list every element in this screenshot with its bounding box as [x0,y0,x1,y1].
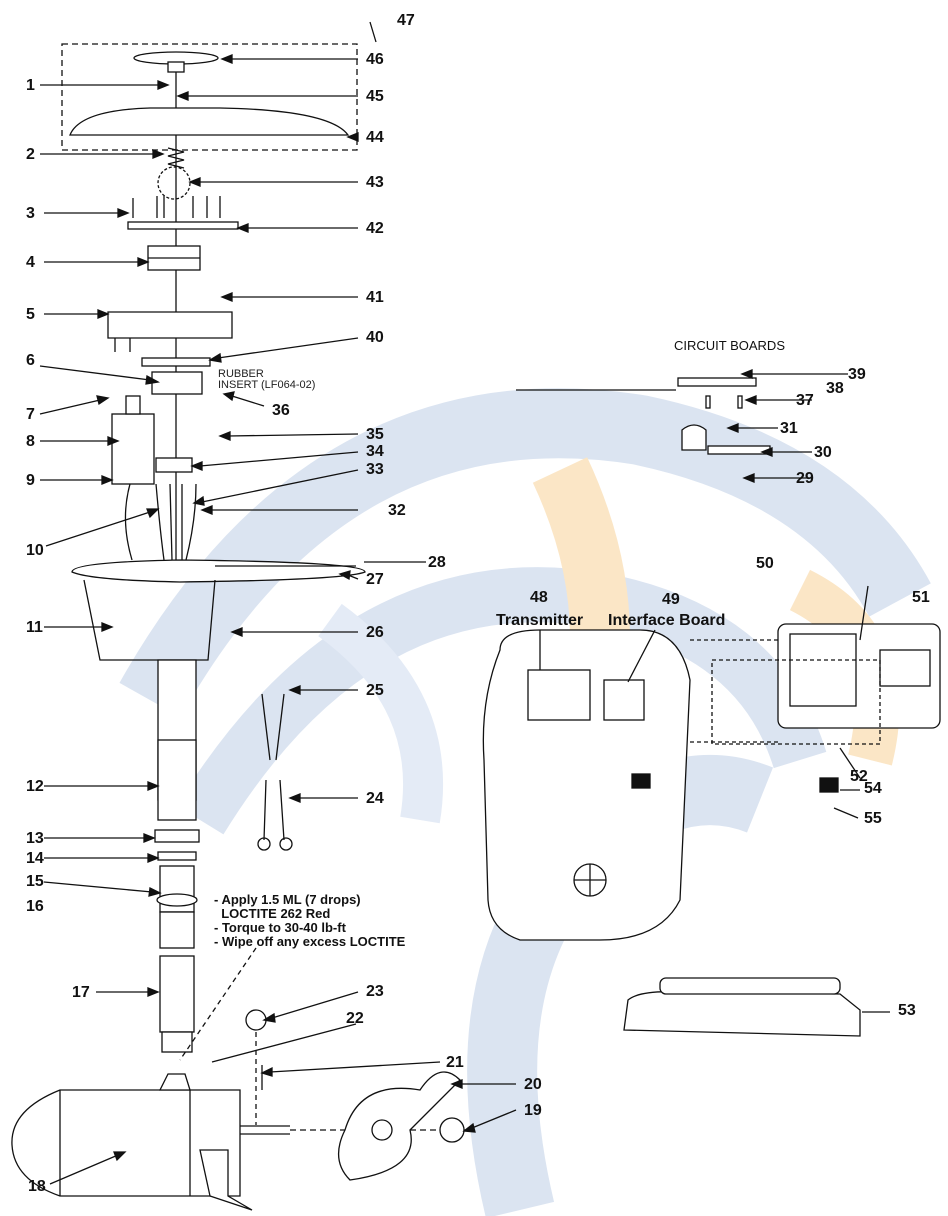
part-label-35: 35 [366,426,384,443]
part-label-20: 20 [524,1076,542,1093]
part-label-22: 22 [346,1010,364,1027]
part-label-46: 46 [366,51,384,68]
part-label-52: 52 [850,768,868,785]
part-label-54: 54 [864,780,882,797]
lower-housing-top [71,559,366,583]
part-label-24: 24 [366,790,384,807]
part-label-41: 41 [366,289,384,306]
instruction-line-2: LOCTITE 262 Red [214,906,331,921]
instruction-line-1: - Apply 1.5 ML (7 drops) [214,892,361,907]
part-label-8: 8 [26,433,35,450]
part-label-51: 51 [912,589,930,606]
rubber-insert-label: RUBBER [218,368,264,380]
part-label-42: 42 [366,220,384,237]
part-label-32: 32 [388,502,406,519]
part-label-16: 16 [26,898,44,915]
propeller [338,1071,461,1181]
top-cover [69,107,350,136]
part-label-17: 17 [72,984,90,1001]
part-label-11: 11 [26,619,43,636]
part-label-28: 28 [428,554,446,571]
part-label-5: 5 [26,306,35,323]
circuit-boards-title: CIRCUIT BOARDS [674,338,785,353]
part-label-40: 40 [366,329,384,346]
part-label-53: 53 [898,1002,916,1019]
part-label-55: 55 [864,810,882,827]
part-label-9: 9 [26,472,35,489]
part-label-7: 7 [26,406,35,423]
rubber-insert-label-2: INSERT (LF064-02) [218,379,316,391]
part-label-37: 37 [796,392,814,409]
part-label-38: 38 [826,380,844,397]
part-label-36: 36 [272,402,290,419]
part-label-3: 3 [26,205,35,222]
part-label-6: 6 [26,352,35,369]
part-label-39: 39 [848,366,866,383]
part-label-2: 2 [26,146,35,163]
part-label-12: 12 [26,778,44,795]
part-label-21: 21 [446,1054,464,1071]
lower-unit-motor [11,1089,241,1197]
part-label-4: 4 [26,254,35,271]
part-label-50: 50 [756,555,774,572]
foot-pedal [623,991,861,1037]
part-label-27: 27 [366,571,384,588]
part-label-18: 18 [28,1178,46,1195]
part-label-25: 25 [366,682,384,699]
part-label-26: 26 [366,624,384,641]
transmitter-label: Transmitter [496,612,584,629]
instruction-line-4: - Wipe off any excess LOCTITE [214,934,406,949]
part-label-45: 45 [366,88,384,105]
screws-row [132,196,221,218]
part-label-47: 47 [397,12,415,29]
part-label-29: 29 [796,470,814,487]
part-label-33: 33 [366,461,384,478]
interface-board-label: Interface Board [608,612,726,629]
part-label-23: 23 [366,983,384,1000]
part-label-30: 30 [814,444,832,461]
part-label-34: 34 [366,443,384,460]
part-label-1: 1 [26,77,35,94]
part-label-43: 43 [366,174,384,191]
part-label-49: 49 [662,591,680,608]
part-label-15: 15 [26,873,44,890]
part-label-19: 19 [524,1102,542,1119]
part-label-14: 14 [26,850,44,867]
part-label-44: 44 [366,129,384,146]
part-label-10: 10 [26,542,44,559]
part-label-48: 48 [530,589,548,606]
instruction-line-3: - Torque to 30-40 lb-ft [214,920,346,935]
part-label-13: 13 [26,830,44,847]
part-label-31: 31 [780,420,798,437]
